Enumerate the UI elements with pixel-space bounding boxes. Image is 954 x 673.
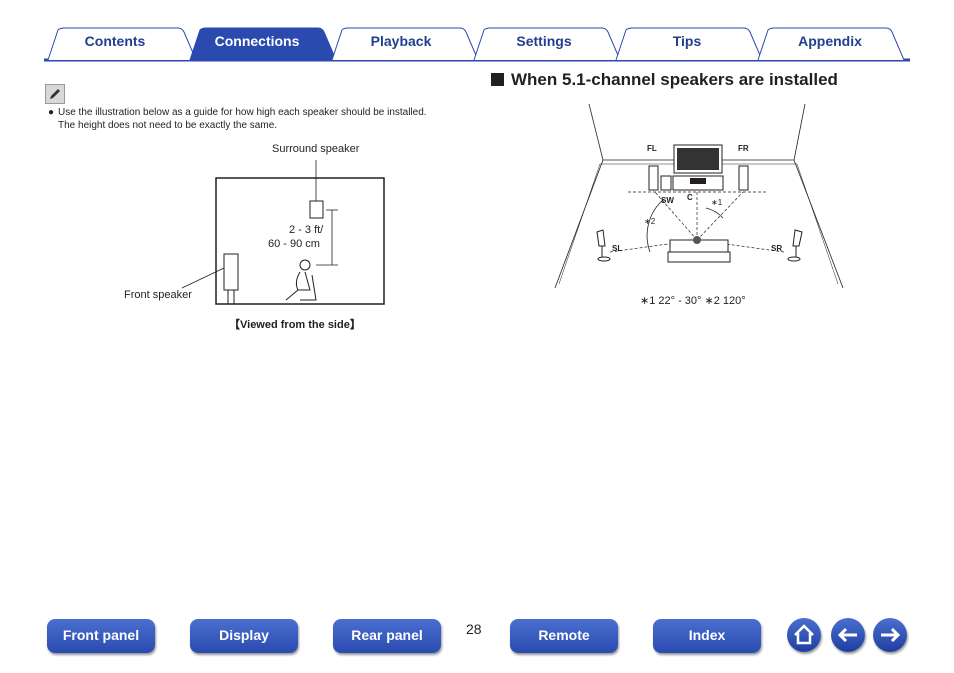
note-bullet: ● Use the illustration below as a guide … — [48, 106, 438, 132]
forward-arrow-icon[interactable] — [873, 618, 907, 652]
sw-label: SW — [661, 196, 674, 205]
angle-footnote: ∗1 22° - 30° ∗2 120° — [640, 295, 746, 307]
tab-connections[interactable]: Connections — [214, 33, 300, 49]
tab-settings[interactable]: Settings — [516, 33, 572, 49]
note-text: Use the illustration below as a guide fo… — [58, 107, 427, 131]
front-panel-button[interactable]: Front panel — [47, 619, 155, 653]
section-title: When 5.1-channel speakers are installed — [491, 70, 838, 90]
fl-label: FL — [647, 144, 657, 153]
index-button[interactable]: Index — [653, 619, 761, 653]
tab-bar — [44, 27, 910, 62]
sl-label: SL — [612, 244, 623, 253]
height-label-cm: 60 - 90 cm — [268, 238, 320, 250]
home-icon[interactable] — [787, 618, 821, 652]
angle-mark-1: ∗1 — [711, 198, 723, 207]
angle-mark-2: ∗2 — [644, 217, 656, 226]
tab-playback[interactable]: Playback — [370, 33, 432, 49]
height-label-ft: 2 - 3 ft/ — [289, 224, 324, 236]
sr-label: SR — [771, 244, 783, 253]
square-bullet-icon — [491, 73, 504, 86]
remote-button[interactable]: Remote — [510, 619, 618, 653]
tab-appendix[interactable]: Appendix — [798, 33, 862, 49]
pencil-icon — [45, 84, 65, 104]
front-speaker-label: Front speaker — [124, 289, 192, 301]
fr-label: FR — [738, 144, 749, 153]
page-number: 28 — [466, 621, 482, 637]
surround-speaker-label: Surround speaker — [272, 143, 360, 155]
tab-tips[interactable]: Tips — [672, 33, 702, 49]
back-arrow-icon[interactable] — [831, 618, 865, 652]
section-title-text: When 5.1-channel speakers are installed — [511, 70, 838, 89]
c-label: C — [687, 193, 693, 202]
tab-contents[interactable]: Contents — [84, 33, 146, 49]
side-view-caption: 【Viewed from the side】 — [229, 319, 361, 331]
display-button[interactable]: Display — [190, 619, 298, 653]
rear-panel-button[interactable]: Rear panel — [333, 619, 441, 653]
